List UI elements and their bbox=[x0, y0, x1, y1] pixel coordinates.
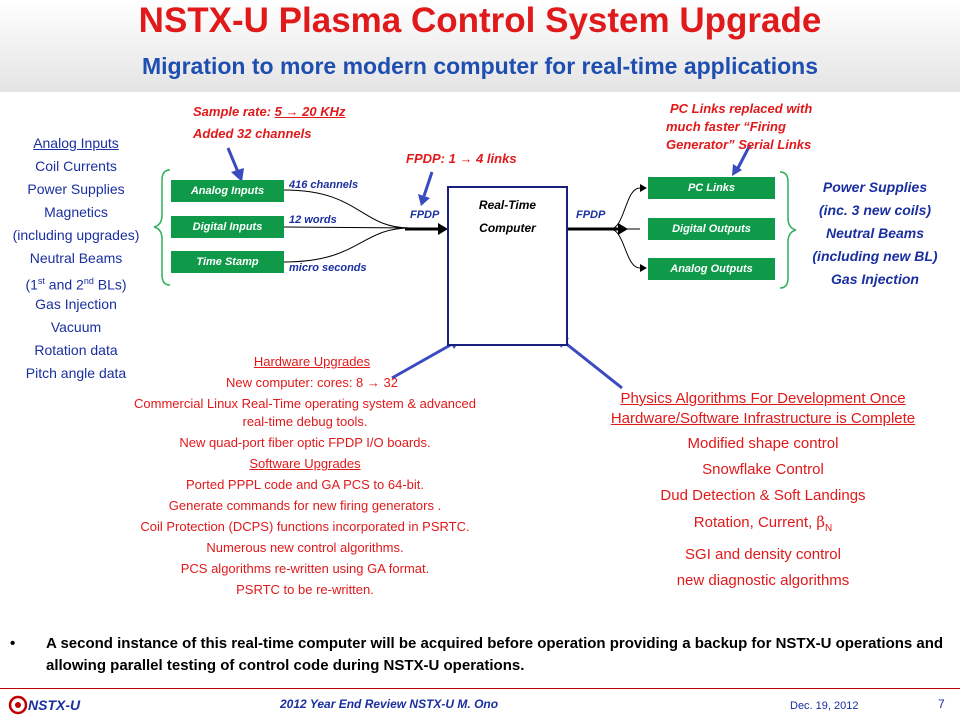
list-item: (inc. 3 new coils) bbox=[818, 202, 932, 218]
title-band bbox=[0, 0, 960, 92]
time-stamp-box: Time Stamp bbox=[171, 251, 284, 273]
footer-title: 2012 Year End Review NSTX-U M. Ono bbox=[280, 697, 499, 711]
list-item: Numerous new control algorithms. bbox=[206, 540, 404, 555]
hardware-upgrades-header: Hardware Upgrades bbox=[253, 354, 371, 369]
cores-item: New computer: cores: 8 → 32 bbox=[226, 375, 398, 390]
list-item: Gas Injection bbox=[831, 271, 919, 287]
list-item: Neutral Beams bbox=[825, 225, 925, 241]
fpdp-links-note: FPDP: 1 → 4 links bbox=[406, 151, 517, 166]
footer-logo-text: NSTX-U bbox=[28, 697, 81, 713]
physics-header-1: Physics Algorithms For Development Once bbox=[620, 390, 906, 407]
software-upgrades-header: Software Upgrades bbox=[249, 456, 361, 471]
list-item: new diagnostic algorithms bbox=[676, 572, 850, 589]
analog-inputs-list: Analog Inputs Coil Currents Power Suppli… bbox=[0, 132, 152, 385]
sample-rate-arrow bbox=[226, 147, 240, 173]
list-item: Power Supplies bbox=[822, 179, 928, 195]
list-item: Dud Detection & Soft Landings bbox=[660, 487, 866, 504]
list-item: Ported PPPL code and GA PCS to 64-bit. bbox=[186, 477, 424, 492]
timestamp-line bbox=[283, 227, 411, 263]
fpdp-input-arrowhead bbox=[438, 223, 448, 235]
list-item: (including upgrades) bbox=[12, 227, 140, 243]
digital-outputs-box: Digital Outputs bbox=[648, 218, 775, 240]
list-item: Magnetics bbox=[44, 204, 108, 220]
fpdp-note-arrow bbox=[422, 171, 434, 197]
list-item: Commercial Linux Real-Time operating sys… bbox=[134, 396, 476, 411]
fpdp-input-label: FPDP bbox=[410, 209, 440, 221]
analog-outputs-box: Analog Outputs bbox=[648, 258, 775, 280]
list-item: Modified shape control bbox=[687, 435, 839, 452]
hardware-arrow bbox=[391, 341, 455, 380]
analog-inputs-header: Analog Inputs bbox=[33, 135, 119, 151]
list-item: Rotation data bbox=[34, 342, 118, 358]
sample-rate-note: Sample rate: 5 → 20 KHz bbox=[193, 104, 346, 119]
analog-input-line bbox=[283, 189, 411, 229]
left-brace bbox=[153, 169, 171, 286]
footer-date: Dec. 19, 2012 bbox=[790, 700, 859, 712]
pc-links-note-arrow bbox=[736, 144, 752, 169]
list-item: PCS algorithms re-written using GA forma… bbox=[180, 561, 430, 576]
list-item: Coil Protection (DCPS) functions incorpo… bbox=[140, 519, 470, 534]
list-item: SGI and density control bbox=[685, 546, 841, 563]
bullet-text: A second instance of this real-time comp… bbox=[46, 635, 944, 674]
list-item: (including new BL) bbox=[812, 248, 938, 264]
list-item: Power Supplies bbox=[27, 181, 125, 197]
list-item: Coil Currents bbox=[35, 158, 117, 174]
list-item: Pitch angle data bbox=[25, 365, 127, 381]
page-subtitle: Migration to more modern computer for re… bbox=[141, 53, 819, 79]
page-title: NSTX-U Plasma Control System Upgrade bbox=[138, 1, 822, 40]
pc-links-line bbox=[609, 187, 641, 230]
outputs-list: Power Supplies (inc. 3 new coils) Neutra… bbox=[790, 176, 960, 291]
real-time-computer-label: Real-Time Computer bbox=[478, 198, 537, 235]
list-item: Generate commands for new firing generat… bbox=[168, 498, 442, 513]
nstx-logo-icon bbox=[8, 695, 28, 715]
list-item-beams: (1st and 2nd BLs) bbox=[25, 276, 127, 293]
words-label: 12 words bbox=[289, 214, 337, 226]
digital-input-line bbox=[283, 226, 411, 229]
fpdp-output-arrowhead bbox=[618, 223, 628, 235]
list-item: Neutral Beams bbox=[29, 250, 123, 266]
analog-inputs-box: Analog Inputs bbox=[171, 180, 284, 202]
list-item: New quad-port fiber optic FPDP I/O board… bbox=[179, 435, 431, 450]
list-item: PSRTC to be re-written. bbox=[236, 582, 374, 597]
micro-seconds-label: micro seconds bbox=[289, 262, 367, 274]
channels-label: 416 channels bbox=[289, 179, 359, 191]
upgrades-section: Hardware Upgrades New computer: cores: 8… bbox=[60, 353, 550, 599]
physics-arrow bbox=[563, 340, 623, 390]
analog-output-arrowhead bbox=[640, 264, 647, 272]
list-item: Vacuum bbox=[50, 319, 102, 335]
fpdp-output-label: FPDP bbox=[576, 209, 606, 221]
list-item: Gas Injection bbox=[35, 296, 117, 312]
pc-links-note: PC Links replaced with much faster “Firi… bbox=[666, 101, 813, 152]
analog-output-line bbox=[609, 228, 641, 269]
bullet-marker: • bbox=[10, 635, 16, 652]
page-number: 7 bbox=[938, 697, 945, 711]
pc-links-arrowhead bbox=[640, 184, 647, 192]
added-channels-note: Added 32 channels bbox=[193, 126, 312, 141]
list-item: Snowflake Control bbox=[702, 461, 824, 478]
pc-links-box: PC Links bbox=[648, 177, 775, 199]
physics-algorithms-section: Physics Algorithms For Development Once … bbox=[563, 389, 960, 594]
digital-inputs-box: Digital Inputs bbox=[171, 216, 284, 238]
footer-divider bbox=[0, 688, 960, 689]
list-item: real-time debug tools. bbox=[242, 414, 368, 429]
right-brace bbox=[779, 171, 797, 289]
real-time-computer-box bbox=[447, 186, 568, 346]
rotation-item: Rotation, Current, βN bbox=[693, 513, 833, 534]
physics-header-2: Hardware/Software Infrastructure is Comp… bbox=[610, 410, 916, 427]
